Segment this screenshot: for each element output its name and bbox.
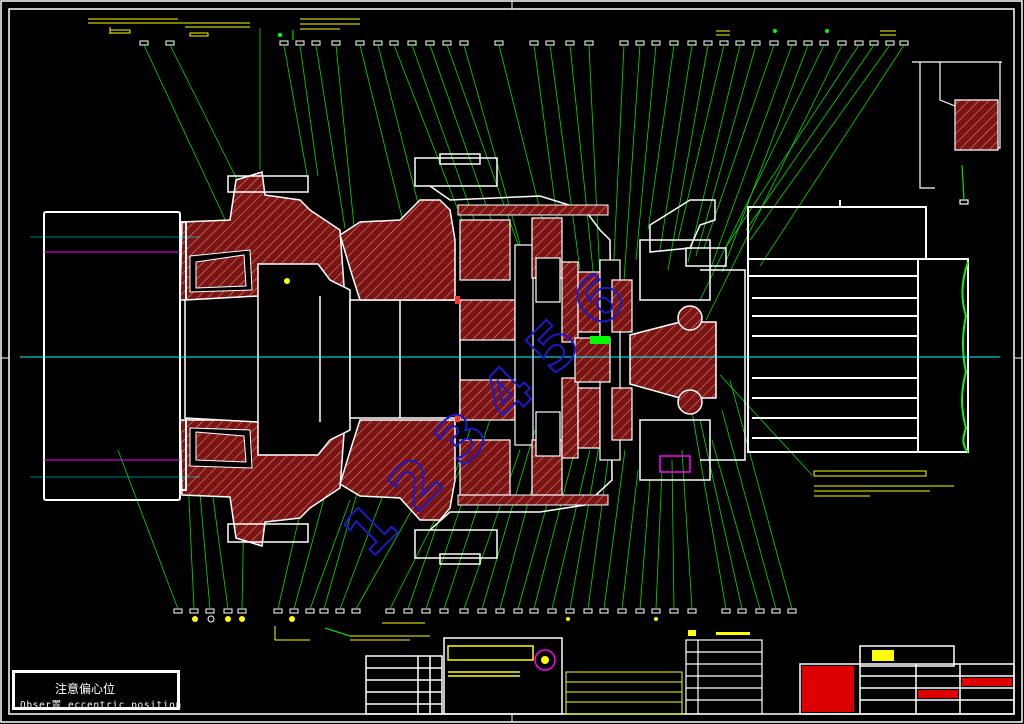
eccentric-note-chinese: 注意偏心位 xyxy=(55,682,116,696)
gear-stages xyxy=(455,217,633,496)
main-shaft xyxy=(184,263,461,456)
input-shaft xyxy=(629,199,746,481)
eccentric-note-box: 注意偏心位 Obser置 eccentric position xyxy=(12,670,182,711)
eccentric-note-suffix: eccentric position xyxy=(61,700,182,711)
detail-view xyxy=(912,61,1002,205)
bottom-callout-dots xyxy=(192,615,658,623)
top-left-notes xyxy=(88,18,360,40)
motor xyxy=(747,200,969,453)
top-callouts xyxy=(139,40,909,46)
top-right-notes xyxy=(278,29,896,37)
parts-table-left xyxy=(365,655,443,715)
top-leaders xyxy=(143,28,905,321)
eccentric-note-overlap: 置 xyxy=(51,700,62,711)
bottom-notes xyxy=(274,622,430,641)
parts-table-mid xyxy=(565,671,683,715)
bottom-callouts xyxy=(173,608,797,614)
motor-notes xyxy=(813,470,954,497)
parts-table-center xyxy=(443,637,563,715)
title-block xyxy=(799,645,1015,715)
eccentric-note-prefix: Obser xyxy=(20,700,52,711)
eccentric-note-english: Obser置 eccentric position xyxy=(20,697,182,711)
wheel-drum xyxy=(43,211,187,501)
parts-table-right xyxy=(685,630,763,715)
